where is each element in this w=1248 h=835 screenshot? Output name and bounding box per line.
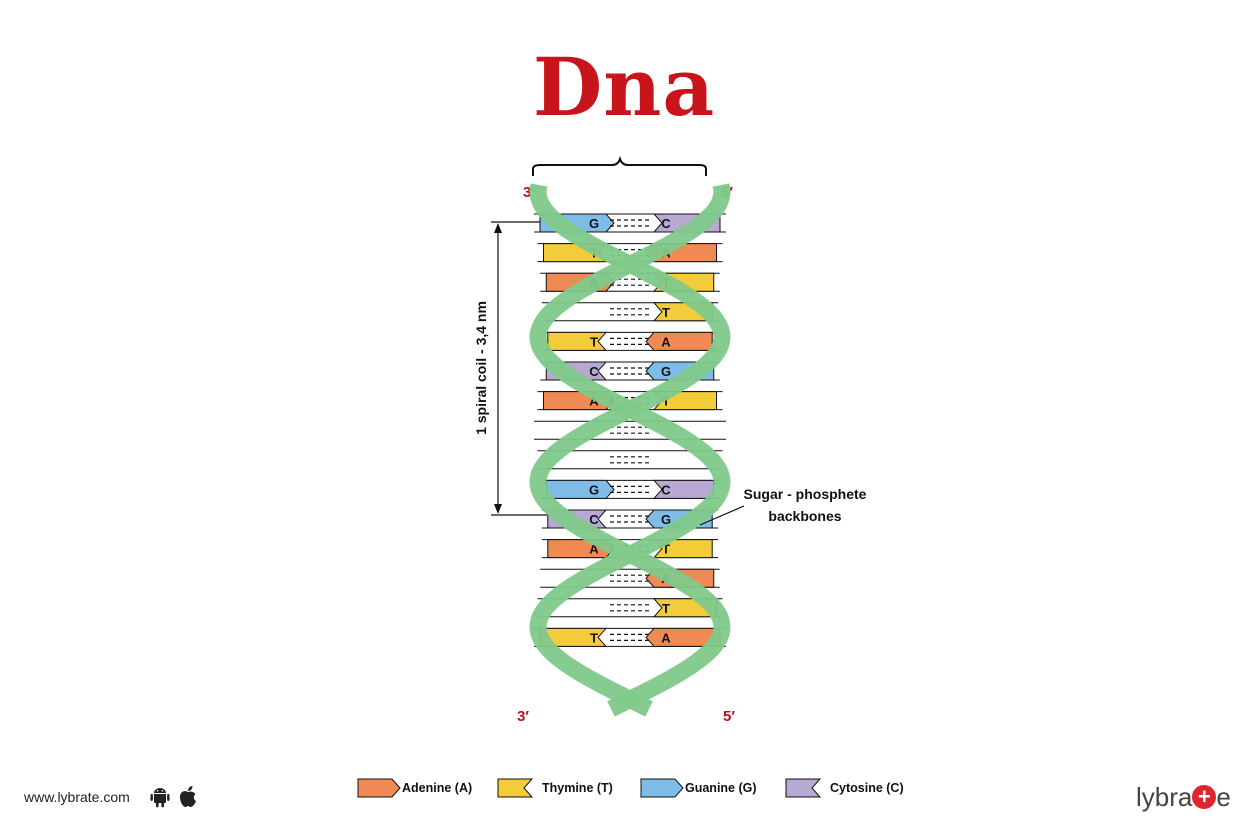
base-label: G: [589, 216, 599, 231]
strand-end-bottom-right: 5′: [723, 708, 735, 725]
brand-logo-suffix: e: [1216, 782, 1231, 812]
legend-item-a: Adenine (A): [357, 778, 472, 798]
backbone-strand-left: [529, 183, 731, 717]
base-label: T: [662, 601, 670, 616]
base-label: C: [589, 364, 599, 379]
base-label: T: [662, 542, 670, 557]
legend-item-g: Guanine (G): [640, 778, 757, 798]
base-pair: [534, 420, 726, 440]
top-brace: [532, 155, 707, 176]
apple-icon[interactable]: [178, 785, 198, 808]
legend: Adenine (A) Thymine (T) Guanine (G) Cytosin…: [357, 778, 904, 798]
base-label: C: [589, 512, 599, 527]
backbone-label-line-1: Sugar - phosphete: [744, 486, 867, 502]
backbone-strand-right: [529, 183, 731, 717]
base-label: G: [661, 512, 671, 527]
plus-icon: +: [1192, 785, 1217, 809]
base-label: A: [589, 394, 599, 409]
footer-url[interactable]: www.lybrate.com: [24, 789, 130, 805]
legend-item-t: Thymine (T): [497, 778, 613, 798]
legend-swatch: [640, 778, 684, 798]
sugar-phosphate-backbones: [529, 183, 731, 717]
legend-label: Adenine (A): [402, 781, 472, 795]
spiral-coil-measurement: [491, 221, 548, 516]
legend-swatch: [357, 778, 401, 798]
backbone-label-line-2: backbones: [768, 508, 841, 524]
base-label: G: [661, 364, 671, 379]
base-label: A: [661, 630, 671, 645]
base-a-right: [645, 331, 713, 351]
legend-label: Thymine (T): [542, 781, 613, 795]
base-pair: T: [537, 598, 723, 618]
legend-swatch: [497, 778, 534, 798]
legend-item-c: Cytosine (C): [785, 778, 904, 798]
base-label: T: [590, 630, 598, 645]
base-label: A: [661, 334, 671, 349]
base-label: G: [589, 482, 599, 497]
brand-logo: lybra+e: [1136, 782, 1231, 813]
android-icon[interactable]: [150, 786, 170, 808]
base-label: T: [590, 334, 598, 349]
page-title: Dna: [532, 40, 716, 134]
measurement-label: 1 spiral coil - 3,4 nm: [473, 301, 489, 435]
base-g-left: [545, 479, 615, 499]
base-label: T: [662, 394, 670, 409]
brand-logo-prefix: lybra: [1136, 782, 1193, 812]
legend-label: Guanine (G): [685, 781, 757, 795]
strand-end-bottom-left: 3′: [517, 708, 529, 725]
legend-label: Cytosine (C): [830, 781, 904, 795]
base-label: C: [661, 216, 671, 231]
base-label: T: [662, 305, 670, 320]
backbone-pointer-line: [699, 505, 745, 526]
base-label: C: [661, 482, 671, 497]
legend-swatch: [785, 778, 822, 798]
base-label: A: [589, 542, 599, 557]
